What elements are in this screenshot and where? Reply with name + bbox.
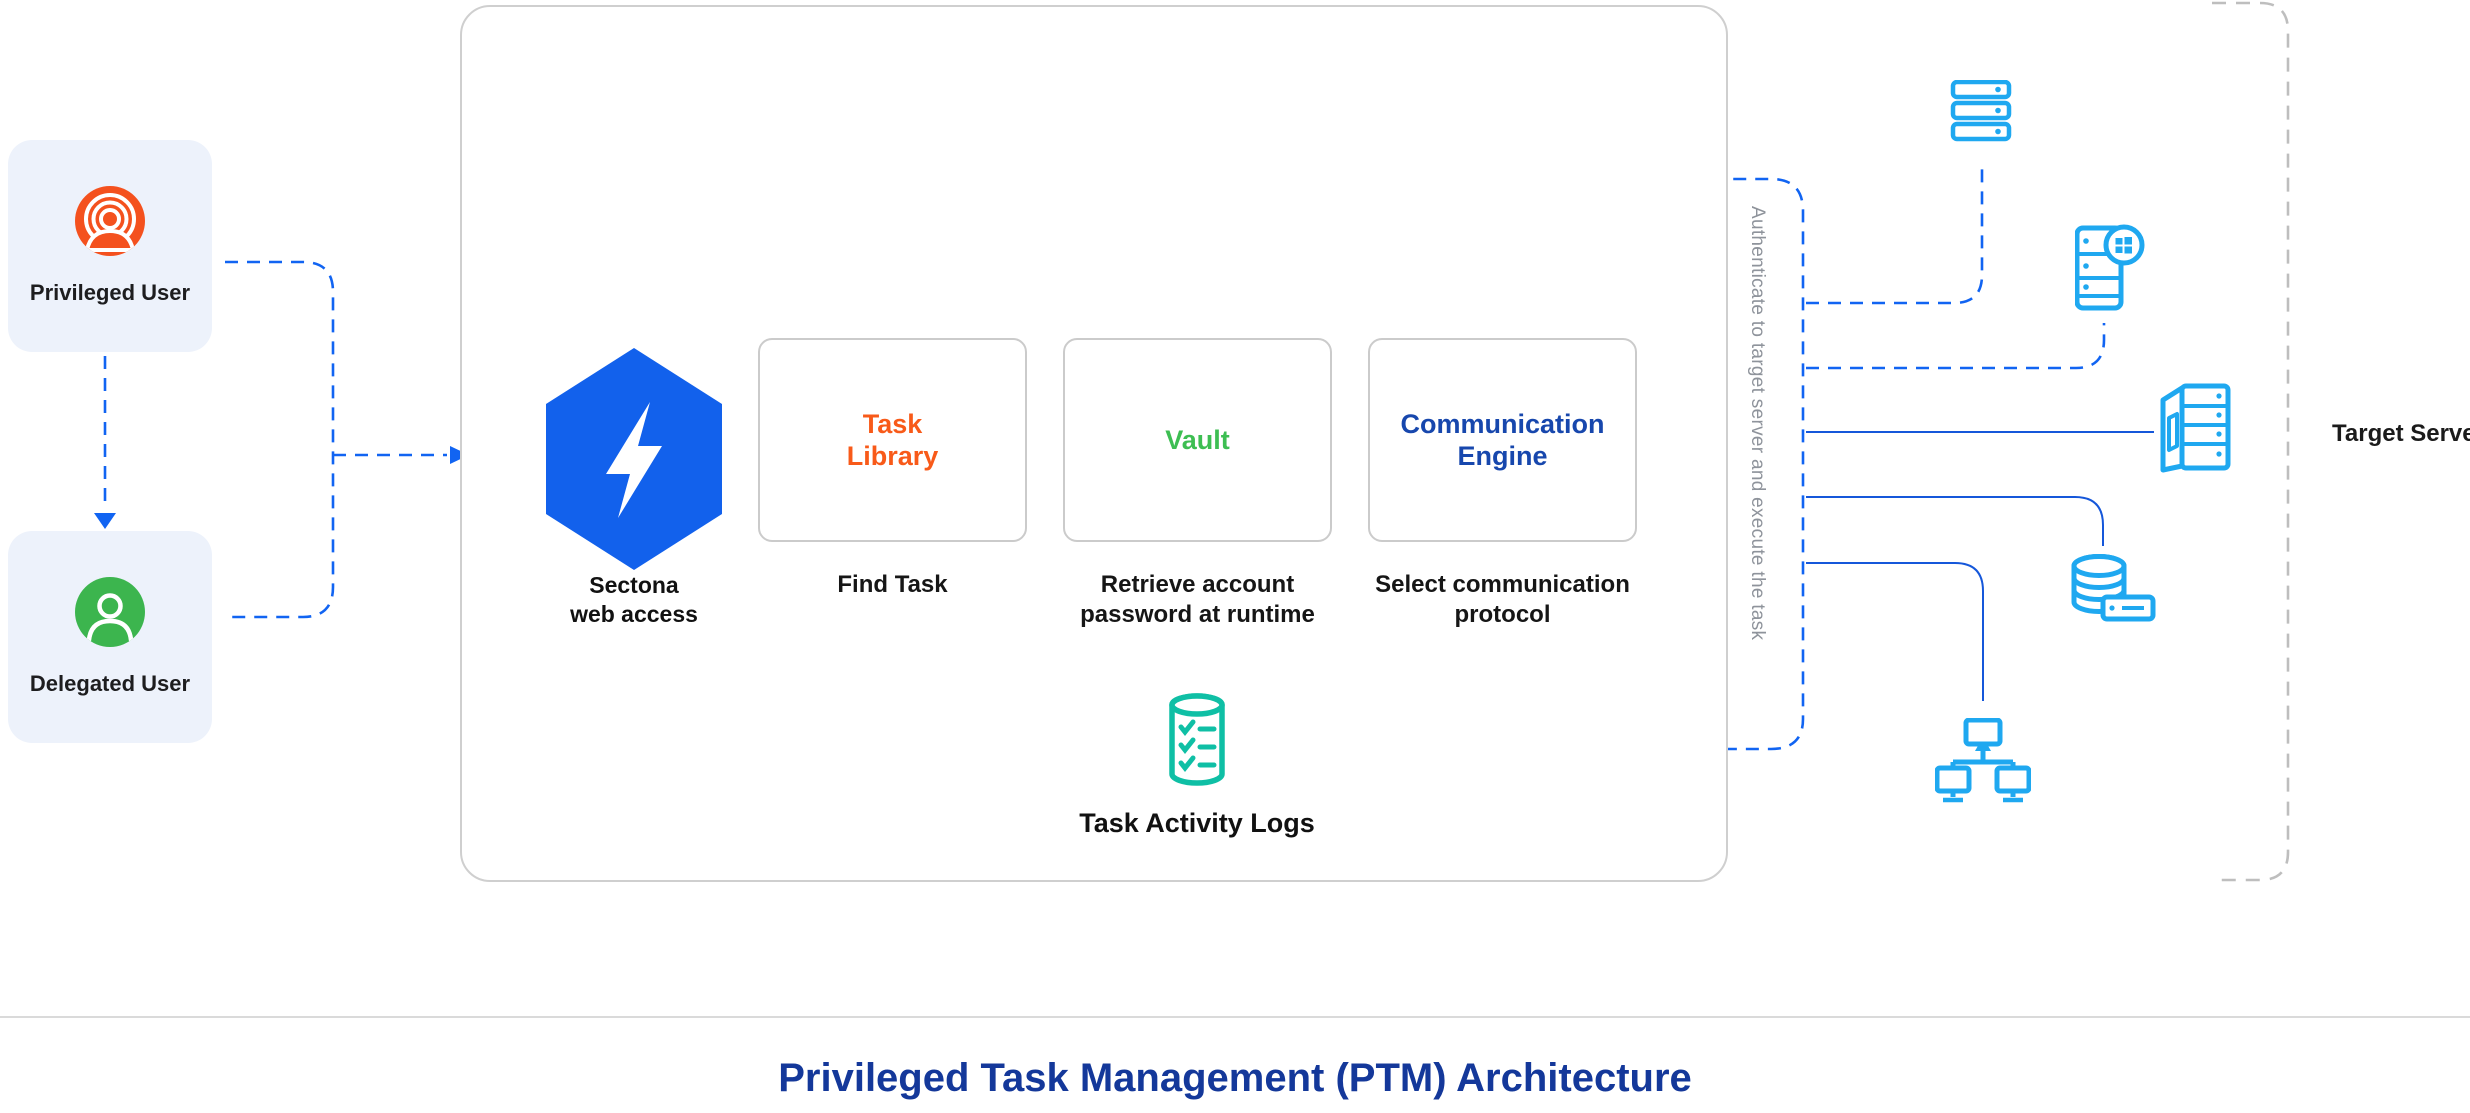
communication-engine-title: Communication Engine (1400, 409, 1605, 471)
delegated-user-card: Delegated User (8, 531, 212, 743)
loop-to-workstation-connector (1806, 562, 1984, 701)
communication-engine-box: Communication Engine (1368, 338, 1637, 542)
vault-title: Vault (1165, 425, 1230, 455)
server-stack-icon (1950, 80, 2012, 142)
find-task-caption: Find Task (837, 571, 948, 598)
sectona-web-access-label: Sectona web access (570, 572, 698, 627)
footer-divider (0, 1016, 2470, 1018)
arrowhead-into-delegated (94, 513, 116, 529)
loop-to-windowsserver-connector (1806, 323, 2106, 370)
target-zone-boundary (2212, 1, 2290, 882)
diagram-title: Privileged Task Management (PTM) Archite… (778, 1056, 1692, 1100)
loop-to-serverstack-connector (1806, 163, 1984, 305)
windows-server-icon (2075, 224, 2145, 311)
delegated-user-label: Delegated User (29, 671, 191, 696)
task-library-box: Task Library (758, 338, 1027, 542)
sectona-hexagon-bolt-icon (546, 348, 722, 570)
tower-server-icon (2160, 383, 2231, 473)
authenticate-note: Authenticate to target server and execut… (1747, 206, 1768, 641)
privileged-user-label: Privileged User (29, 280, 191, 305)
workstation-network-icon (1935, 718, 2031, 803)
task-library-title: Task Library (846, 409, 939, 471)
retrieve-password-caption: Retrieve account password at runtime (1080, 571, 1315, 628)
users-merge-connector (225, 260, 335, 619)
task-activity-logs-icon (1168, 693, 1226, 787)
loop-to-database-connector (1806, 496, 2104, 546)
vault-box: Vault (1063, 338, 1332, 542)
target-server-label: Target Server (2332, 420, 2470, 447)
arrowhead-into-hexagon (450, 446, 469, 464)
select-protocol-caption: Select communication protocol (1375, 571, 1630, 628)
delegated-user-icon (75, 577, 145, 647)
privileged-user-card: Privileged User (8, 140, 212, 352)
task-activity-logs-label: Task Activity Logs (1079, 808, 1315, 838)
database-server-icon (2071, 554, 2156, 622)
privileged-user-icon (75, 186, 145, 256)
